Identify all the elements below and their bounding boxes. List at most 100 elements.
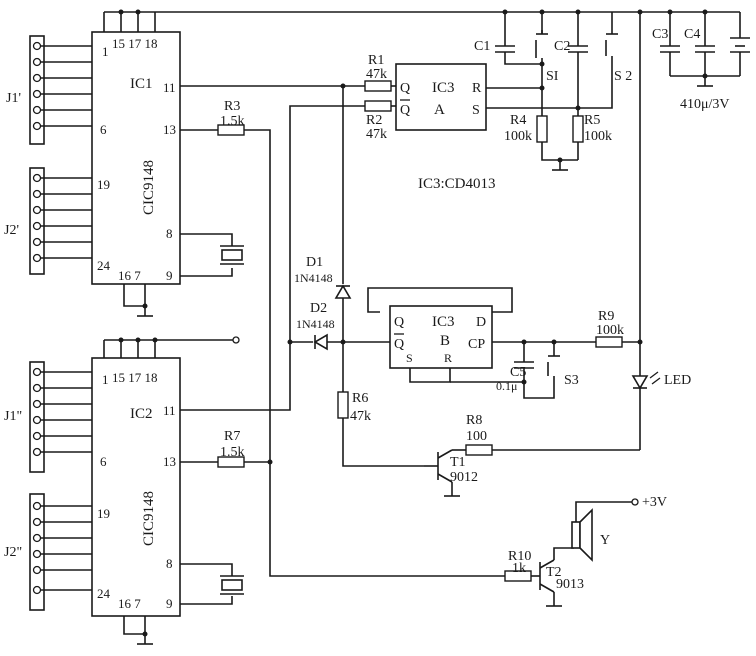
ic1-pin-13: 13 xyxy=(163,122,176,137)
c3-label: C3 xyxy=(652,27,668,42)
ic1-pin-8: 8 xyxy=(166,226,173,241)
ic2-pin-11: 11 xyxy=(163,403,176,418)
ic3a-q: Q xyxy=(400,81,410,96)
connector-pin xyxy=(32,533,42,543)
ic3b-qbar: Q xyxy=(394,337,404,352)
r6-name: R6 xyxy=(352,391,368,406)
ic1-name: IC1 xyxy=(130,76,153,92)
ic2-pin13-r7 xyxy=(180,456,273,468)
ic3-note: IC3:CD4013 xyxy=(418,176,496,192)
ic1-outputs xyxy=(180,80,505,577)
r1-value: 47k xyxy=(366,67,387,82)
s2-label: S 2 xyxy=(614,69,632,84)
ic3a-name: IC3 xyxy=(432,80,455,96)
d1-name: D1 xyxy=(306,255,323,270)
connector-pin xyxy=(32,221,42,231)
supply-cap-label: 410μ/3V xyxy=(680,97,730,112)
connector-pin xyxy=(32,253,42,263)
ic1-pin-9: 9 xyxy=(166,268,173,283)
connector-j2b: J2" xyxy=(4,493,92,611)
ic1-pin-top: 15 17 18 xyxy=(112,36,158,51)
ic2-pin-1: 1 xyxy=(102,372,109,387)
ic3a-qbar: Q xyxy=(400,103,410,118)
connector-pin xyxy=(32,399,42,409)
connector-pin xyxy=(32,105,42,115)
led-label: LED xyxy=(664,373,691,388)
s1-label: SI xyxy=(546,69,559,84)
r4-name: R4 xyxy=(510,113,526,128)
r9-value: 100k xyxy=(596,323,624,338)
diode-network xyxy=(287,86,424,467)
connector-pin xyxy=(32,517,42,527)
r3-value: 1.5k xyxy=(220,114,245,129)
connector-j1b: J1" xyxy=(4,361,92,473)
ic1-pin-24: 24 xyxy=(97,258,111,273)
ic3b-name: IC3 xyxy=(432,314,455,330)
j2a-label: J2' xyxy=(4,223,19,238)
ic3b-q: Q xyxy=(394,315,404,330)
s3-label: S3 xyxy=(564,373,579,388)
ic1-pin-19: 19 xyxy=(97,177,110,192)
connector-pin xyxy=(32,73,42,83)
j1a-label: J1' xyxy=(6,91,21,106)
d2-part: 1N4148 xyxy=(296,317,335,331)
t1-part: 9012 xyxy=(450,470,478,485)
ic2-pin-8: 8 xyxy=(166,556,173,571)
connector-pin xyxy=(32,549,42,559)
connector-pin xyxy=(32,367,42,377)
t1-name: T1 xyxy=(450,455,466,470)
r2-value: 47k xyxy=(366,127,387,142)
connector-pin xyxy=(32,189,42,199)
ic3b: Q Q IC3 B D CP S R xyxy=(367,287,643,399)
t2-part: 9013 xyxy=(556,577,584,592)
ic2: 15 17 18 1 IC2 11 6 13 19 CIC9148 8 24 9… xyxy=(91,336,244,645)
led xyxy=(631,371,661,450)
ic3a-sub: A xyxy=(434,102,445,118)
r5-name: R5 xyxy=(584,113,600,128)
transistor-t1 xyxy=(424,444,640,497)
d2-name: D2 xyxy=(310,301,327,316)
connector-pin xyxy=(32,173,42,183)
ic2-pin-top: 15 17 18 xyxy=(112,370,158,385)
j2b-label: J2" xyxy=(4,545,22,560)
supply-caps xyxy=(660,12,750,87)
ic3b-cp: CP xyxy=(468,337,485,352)
ic2-pin-6: 6 xyxy=(100,454,107,469)
connector-pin xyxy=(32,415,42,425)
ic2-part: CIC9148 xyxy=(141,491,157,546)
r10-name: R10 xyxy=(508,549,531,564)
ic1-part: CIC9148 xyxy=(141,160,157,215)
r8-name: R8 xyxy=(466,413,482,428)
supply-label: +3V xyxy=(642,495,667,510)
r2-branch xyxy=(180,100,396,411)
power-rail xyxy=(103,9,740,382)
ic1-pin-6: 6 xyxy=(100,122,107,137)
r1-name: R1 xyxy=(368,53,384,68)
ic1-pin-bottom: 16 7 xyxy=(118,268,141,283)
ic1: 15 17 18 1 IC1 11 6 13 19 CIC9148 8 24 9… xyxy=(91,31,244,317)
ic3b-s: S xyxy=(406,351,413,365)
ic2-name: IC2 xyxy=(130,406,153,422)
connector-pin xyxy=(32,501,42,511)
c4-label: C4 xyxy=(684,27,700,42)
ic2-pin-13: 13 xyxy=(163,454,176,469)
speaker-label: Y xyxy=(600,533,610,548)
transistor-t2 xyxy=(504,498,639,607)
j1b-label: J1" xyxy=(4,409,22,424)
r7-value: 1.5k xyxy=(220,445,245,460)
connector-pin xyxy=(32,237,42,247)
ic2-pin-19: 19 xyxy=(97,506,110,521)
r3-name: R3 xyxy=(224,99,240,114)
r6-value: 47k xyxy=(350,409,371,424)
c1-label: C1 xyxy=(474,39,490,54)
connector-j1a: J1' xyxy=(6,35,92,145)
connector-pin xyxy=(32,57,42,67)
r2-name: R2 xyxy=(366,113,382,128)
ic2-pin-24: 24 xyxy=(97,586,111,601)
r4-value: 100k xyxy=(504,129,532,144)
ic3b-r: R xyxy=(444,351,452,365)
ic1-pin-1: 1 xyxy=(102,44,109,59)
t2-name: T2 xyxy=(546,565,562,580)
